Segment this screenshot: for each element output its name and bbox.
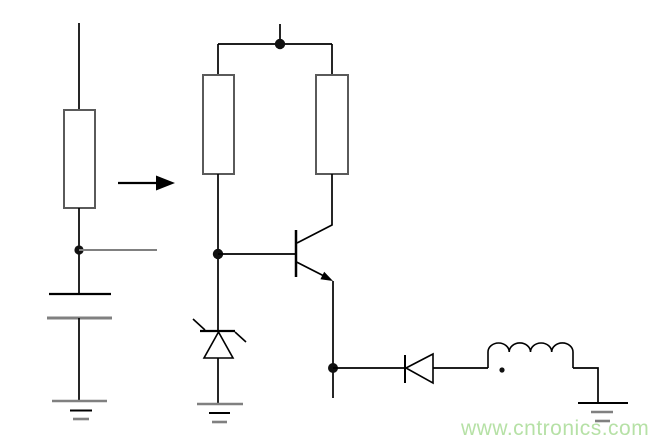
arrow-head (156, 175, 175, 191)
output-inductor (487, 342, 574, 373)
transistor-emitter-arrow (320, 271, 333, 281)
pass-transistor (294, 174, 333, 281)
regulator-circuit (192, 24, 349, 424)
regulator-ground (197, 402, 243, 424)
supply-junction-dot (274, 38, 286, 50)
source-capacitor (47, 292, 112, 320)
transistor-emitter (296, 261, 325, 277)
zener-anode-triangle (202, 330, 235, 359)
source-resistor (63, 109, 96, 209)
inductor-ground-wire (573, 367, 599, 403)
collector-resistor (315, 74, 349, 175)
source-circuit (47, 23, 157, 421)
inductor-polarity-dot (499, 367, 505, 373)
zener-right-tab (234, 331, 247, 343)
output-stage (328, 342, 628, 423)
inductor-coil (487, 342, 574, 368)
output-ground (578, 402, 628, 423)
transistor-collector (296, 174, 333, 244)
zener-left-tab (192, 318, 206, 331)
transform-arrow (118, 175, 175, 191)
reference-zener (192, 318, 247, 359)
bias-resistor (202, 74, 235, 175)
watermark-text: www.cntronics.com (460, 417, 648, 440)
source-ground (52, 399, 107, 421)
catch-diode (404, 352, 434, 385)
diode-triangle (404, 352, 434, 385)
